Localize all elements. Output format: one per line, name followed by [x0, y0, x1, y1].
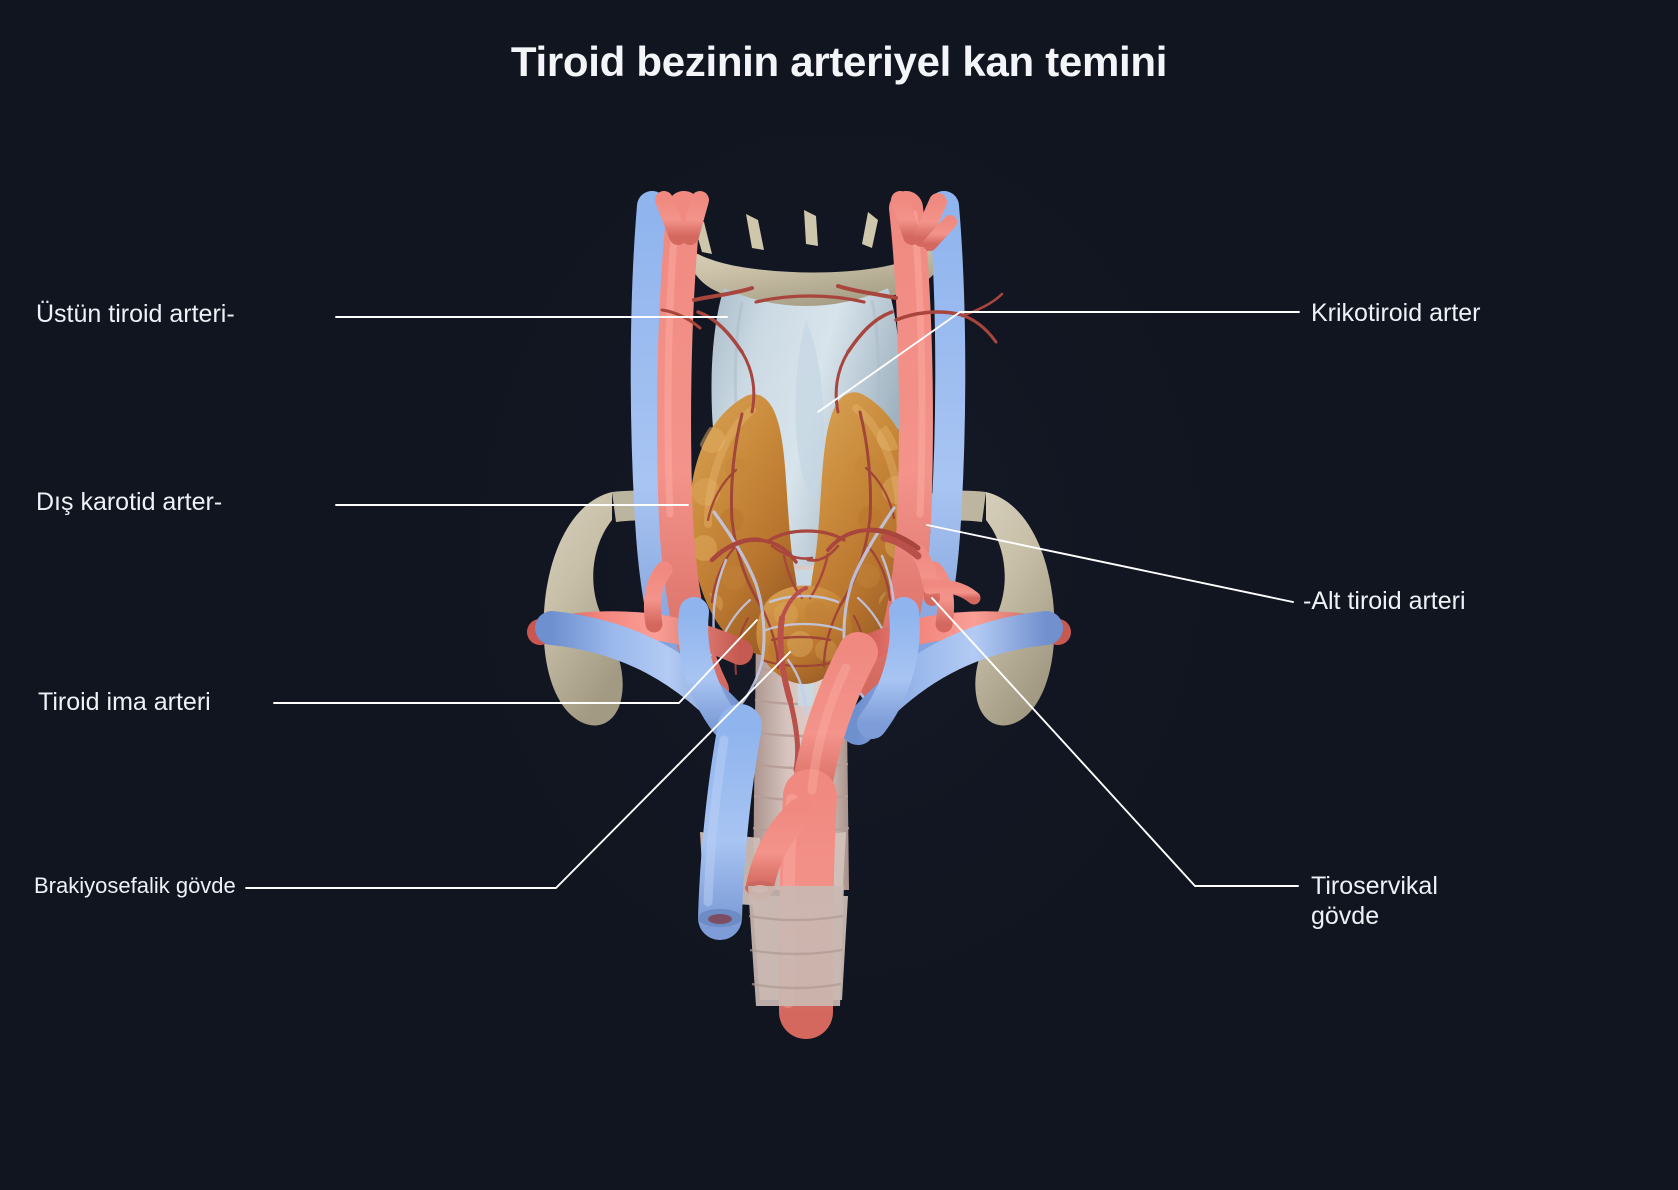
subclavian-artery-right — [845, 561, 1071, 665]
superior-thyroid-artery-network — [660, 284, 1004, 414]
thyroid-arterial-network — [706, 410, 896, 675]
clavicle-left — [543, 490, 722, 726]
brachiocephalic-trunk — [745, 632, 878, 1039]
label-cricothyroid-artery: Krikotiroid arter — [1311, 299, 1481, 327]
label-superior-thyroid-artery: Üstün tiroid arteri- — [36, 300, 235, 328]
thyroid-gland — [689, 392, 919, 684]
leader-inferior-thyroid-artery — [926, 524, 1294, 603]
common-carotid-artery-left — [655, 191, 729, 707]
hyoid-bone — [678, 210, 946, 308]
brachiocephalic-vein-left — [535, 597, 757, 745]
thyrocervical-trunk — [880, 534, 981, 606]
label-brachiocephalic-trunk: Brakiyosefalik gövde — [34, 873, 236, 898]
label-inferior-thyroid-artery: -Alt tiroid arteri — [1303, 587, 1466, 615]
label-thyroid-ima-artery: Tiroid ima arteri — [38, 688, 211, 716]
internal-jugular-vein-left — [630, 191, 695, 687]
label-external-carotid-artery: Dış karotid arter- — [36, 488, 223, 516]
label-thyrocervical-trunk: Tiroservikal gövde — [1311, 872, 1438, 930]
thyroid-venous-network — [690, 506, 918, 716]
internal-jugular-vein-right — [901, 191, 966, 687]
common-carotid-artery-right — [861, 191, 957, 707]
trachea — [700, 546, 850, 1000]
superior-vena-cava — [698, 704, 762, 940]
inferior-thyroid-artery — [709, 527, 921, 564]
subclavian-artery-left — [527, 561, 753, 665]
cricothyroid-artery — [754, 294, 866, 600]
page-title: Tiroid bezinin arteriyel kan temini — [510, 38, 1168, 85]
leader-brachiocephalic-trunk — [245, 651, 791, 889]
clavicle-right — [876, 490, 1055, 726]
thyroid-ima-artery — [777, 586, 808, 773]
trachea-lower — [748, 886, 844, 1006]
brachiocephalic-vein-right — [841, 597, 1063, 745]
leader-thyrocervical-trunk — [931, 597, 1299, 887]
thyroid-cartilage — [711, 288, 901, 706]
leader-thyroid-ima-artery — [273, 619, 758, 704]
leader-cricothyroid-artery — [817, 311, 1300, 413]
